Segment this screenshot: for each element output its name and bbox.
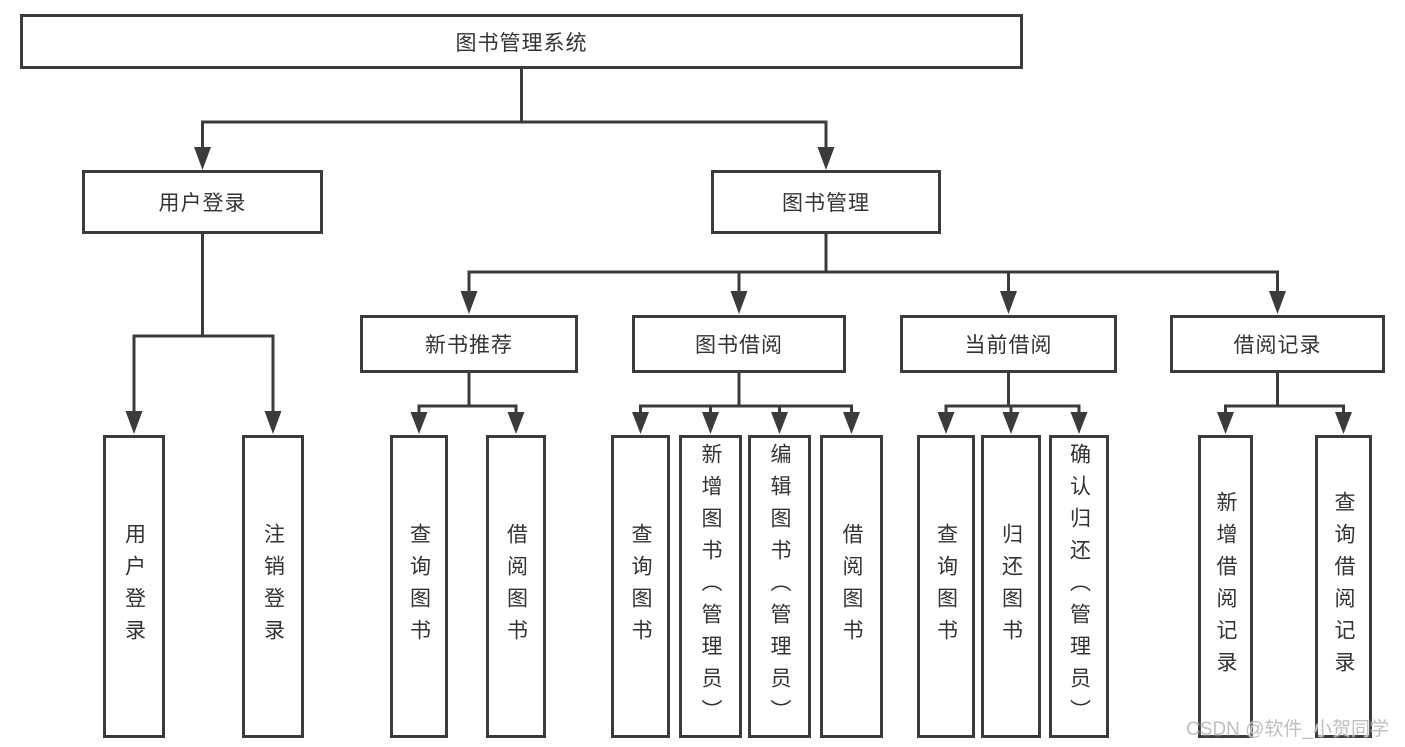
node-borrow-records: 借阅记录	[1170, 315, 1385, 373]
node-borrow-records-label: 借阅记录	[1233, 334, 1322, 357]
leaf-query-borrow-record-label: 查询借阅记录	[1332, 490, 1355, 683]
leaf-edit-books-admin: 编辑图书（管理员）	[748, 435, 811, 738]
node-current-borrow: 当前借阅	[900, 315, 1117, 373]
leaf-user-login-label: 用户登录	[122, 522, 146, 651]
leaf-query-books-current: 查询图书	[917, 435, 975, 738]
leaf-edit-books-admin-label: 编辑图书（管理员）	[768, 442, 791, 731]
leaf-borrow-books-recommend-label: 借阅图书	[504, 522, 528, 651]
leaf-query-books-recommend: 查询图书	[390, 435, 448, 738]
node-root-library-system: 图书管理系统	[20, 14, 1023, 69]
leaf-return-books-label: 归还图书	[999, 522, 1023, 651]
leaf-query-books-recommend-label: 查询图书	[407, 522, 431, 651]
node-new-book-recommend-label: 新书推荐	[425, 334, 513, 357]
leaf-logout: 注销登录	[242, 435, 304, 738]
leaf-add-books-admin-label: 新增图书（管理员）	[699, 442, 722, 731]
node-book-borrow-label: 图书借阅	[695, 334, 783, 357]
leaf-query-borrow-record: 查询借阅记录	[1315, 435, 1372, 738]
leaf-query-books-current-label: 查询图书	[934, 522, 958, 651]
leaf-logout-label: 注销登录	[261, 522, 285, 651]
leaf-user-login: 用户登录	[103, 435, 165, 738]
node-current-borrow-label: 当前借阅	[964, 334, 1053, 357]
leaf-query-books-borrow-label: 查询图书	[629, 522, 652, 651]
node-book-management: 图书管理	[711, 170, 941, 234]
leaf-add-borrow-record-label: 新增借阅记录	[1214, 490, 1237, 683]
leaf-add-books-admin: 新增图书（管理员）	[679, 435, 742, 738]
node-book-management-label: 图书管理	[782, 192, 870, 215]
leaf-borrow-books-label: 借阅图书	[840, 522, 863, 651]
node-user-login-label: 用户登录	[158, 192, 247, 215]
node-book-borrow: 图书借阅	[632, 315, 846, 373]
leaf-borrow-books-recommend: 借阅图书	[486, 435, 546, 738]
leaf-query-books-borrow: 查询图书	[611, 435, 670, 738]
leaf-return-books: 归还图书	[981, 435, 1041, 738]
csdn-watermark: CSDN @软件_小贺同学	[1186, 719, 1389, 740]
node-new-book-recommend: 新书推荐	[360, 315, 578, 373]
node-root-label: 图书管理系统	[455, 31, 588, 55]
leaf-confirm-return-admin: 确认归还（管理员）	[1049, 435, 1109, 738]
leaf-borrow-books: 借阅图书	[820, 435, 883, 738]
node-user-login: 用户登录	[82, 170, 323, 234]
leaf-add-borrow-record: 新增借阅记录	[1198, 435, 1253, 738]
leaf-confirm-return-admin-label: 确认归还（管理员）	[1067, 442, 1091, 731]
